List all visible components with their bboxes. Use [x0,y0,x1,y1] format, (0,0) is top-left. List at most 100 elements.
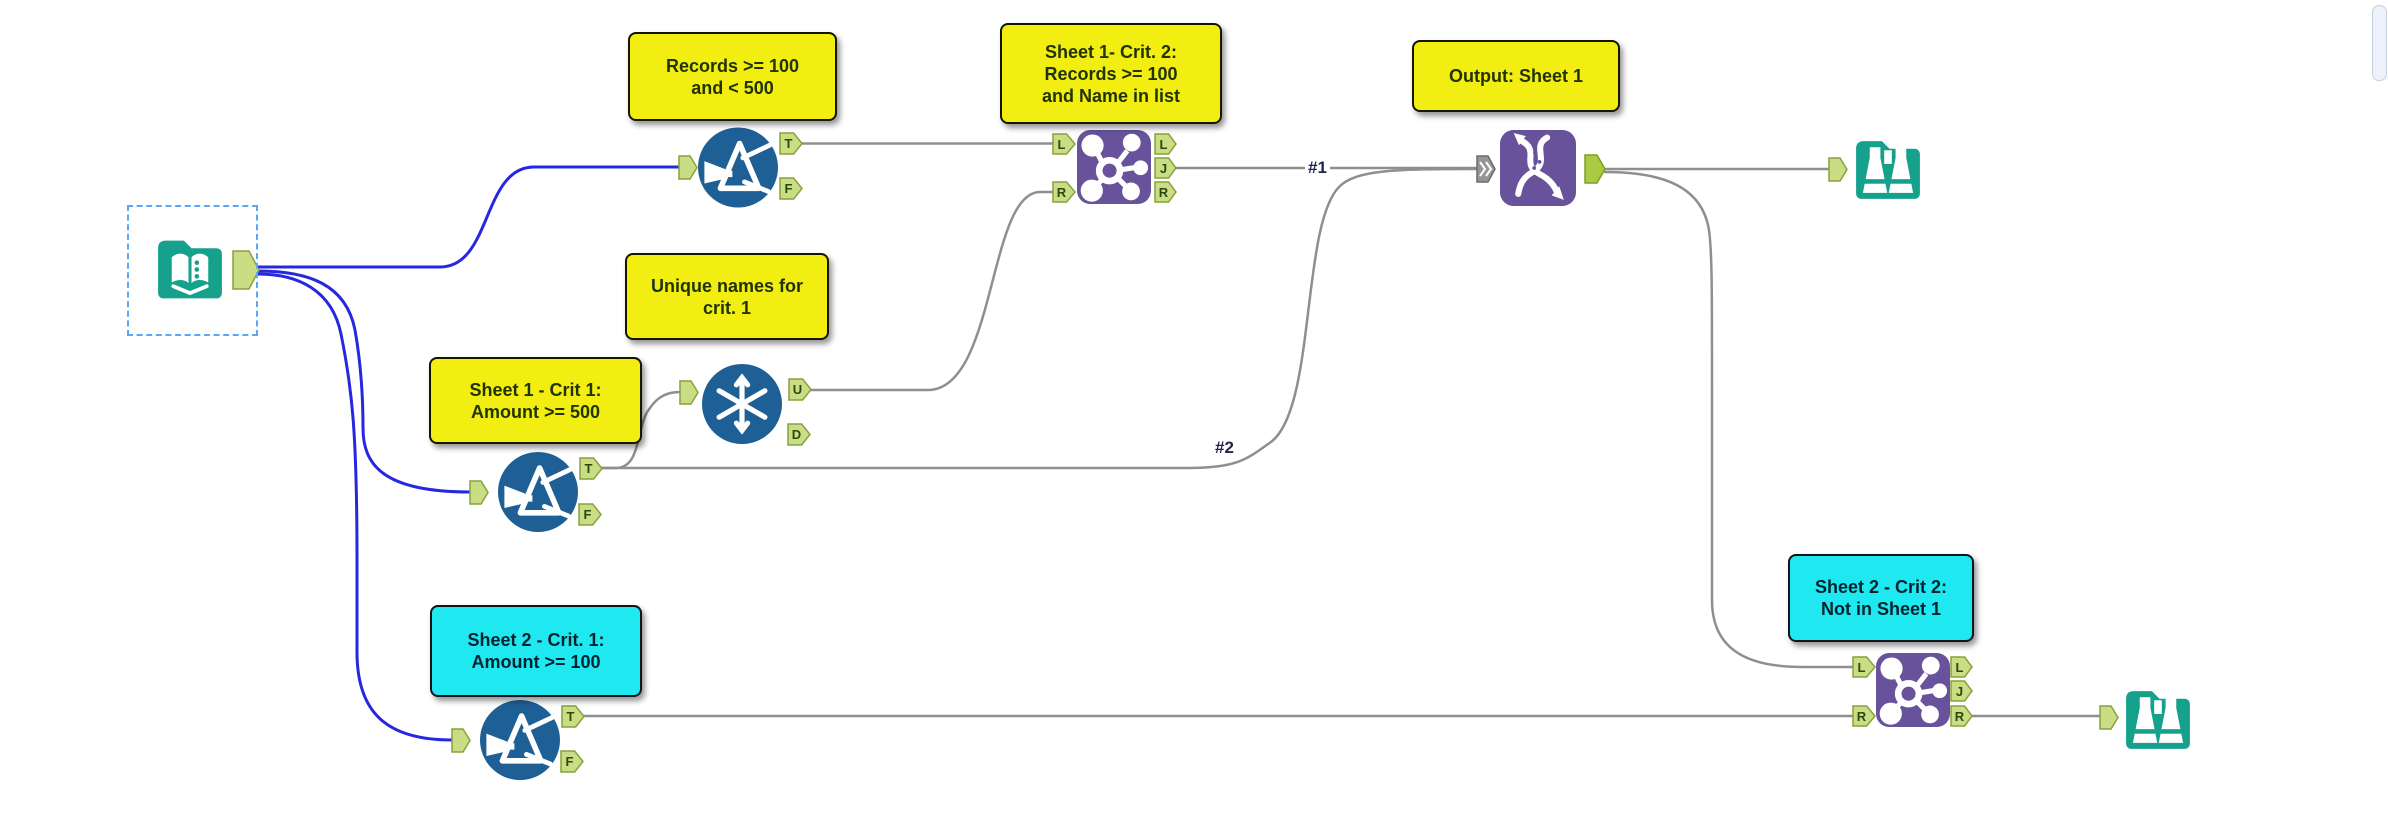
comment-line: Records >= 100 [665,55,800,76]
filter-sheet1-true-anchor[interactable]: T [579,457,603,480]
comment-line: Output: Sheet 1 [1449,66,1583,86]
selection-outline [127,205,258,336]
unique-duplicates-anchor[interactable]: D [787,423,811,446]
svg-text:T: T [785,136,793,151]
union-input-label-2: #2 [1212,438,1237,458]
comment-line: Not in Sheet 1 [1820,599,1941,619]
browse-sheet2-tool[interactable] [2099,691,2190,749]
comment-line: Records >= 100 [1044,63,1178,84]
union-icon [1500,130,1576,206]
comment-sheet2-crit2[interactable]: Sheet 2 - Crit 2: Not in Sheet 1 [1788,554,1974,642]
join1-right-input-anchor[interactable]: R [1052,181,1076,203]
svg-text:J: J [1956,684,1963,699]
input-data-icon [158,240,222,299]
wire-filter-sheet1-true-to-union[interactable] [600,167,1479,470]
comment-line: and Name in list [1041,85,1181,106]
comment-line: Sheet 1- Crit. 2: [1044,41,1178,62]
vertical-scrollbar-thumb[interactable] [2372,5,2387,81]
browse-sheet1-tool[interactable] [1828,141,1920,199]
browse-icon [1856,141,1920,199]
wire-input-to-filter-records[interactable] [256,165,681,269]
comment-line: Amount >= 100 [471,652,601,672]
browse-icon [2126,691,2190,749]
svg-text:T: T [567,709,575,724]
filter-sheet1-input-anchor[interactable] [469,480,489,505]
union-input-label-1: #1 [1305,158,1330,178]
wire-union-to-join2-left[interactable] [1603,170,1855,669]
filter-sheet2-false-anchor[interactable]: F [560,750,584,773]
join2-join-output-anchor[interactable]: J [1950,680,1973,702]
filter-icon [486,713,555,767]
wire-unique-to-join1-right[interactable] [809,190,1055,392]
comment-line: Sheet 2 - Crit 2: [1814,577,1948,597]
browse2-input-anchor[interactable] [2099,705,2119,730]
wire-input-to-filter-sheet2[interactable] [256,272,454,742]
input-output-anchor[interactable] [232,250,260,290]
svg-text:L: L [1858,660,1866,675]
svg-text:F: F [566,754,574,769]
svg-text:D: D [792,427,801,442]
multi-input-anchor-icon [1479,161,1487,177]
svg-text:R: R [1955,709,1965,724]
wire-input-to-filter-sheet1[interactable] [256,269,472,494]
join-icon [1876,653,1950,727]
comment-line: crit. 1 [702,297,752,318]
join-sheet2-tool[interactable]: L R [1852,653,1973,727]
filter-records-true-anchor[interactable]: T [779,132,803,155]
filter-records-tool[interactable]: T F [678,127,803,208]
join2-left-input-anchor[interactable]: L [1852,656,1876,678]
unique-tool[interactable]: U D [679,364,812,446]
comment-line: and < 500 [691,77,774,98]
comment-records-criteria[interactable]: Records >= 100 and < 500 [628,32,837,121]
svg-text:L: L [1058,137,1066,152]
filter-sheet2-true-anchor[interactable]: T [561,705,585,728]
multi-input-anchor-icon [1485,161,1493,177]
filter-sheet2-tool[interactable]: T F [451,700,585,780]
comment-output-sheet1[interactable]: Output: Sheet 1 [1412,40,1620,112]
join1-left-output-anchor[interactable]: L [1154,133,1177,155]
unique-unique-anchor[interactable]: U [788,378,812,401]
svg-text:F: F [785,181,793,196]
comment-line: Unique names for [650,275,804,296]
input-data-tool[interactable] [158,240,260,299]
join2-right-output-anchor[interactable]: R [1950,705,1973,727]
union-multi-input-anchor[interactable] [1476,155,1496,183]
comment-sheet1-crit1[interactable]: Sheet 1 - Crit 1: Amount >= 500 [429,357,642,444]
filter-sheet1-false-anchor[interactable]: F [578,503,602,526]
comment-line: Amount >= 500 [470,401,601,422]
unique-icon [716,373,768,435]
join2-left-output-anchor[interactable]: L [1950,656,1973,678]
comment-sheet2-crit1[interactable]: Sheet 2 - Crit. 1: Amount >= 100 [430,605,642,697]
svg-text:R: R [1857,709,1867,724]
union-tool[interactable] [1476,130,1606,206]
join-icon [1077,130,1151,204]
join-sheet1-tool[interactable]: L R [1052,130,1177,204]
join1-join-output-anchor[interactable]: J [1154,157,1177,179]
filter-icon [704,140,773,194]
filter-sheet1-tool[interactable]: T F [469,452,603,532]
svg-text:L: L [1956,660,1964,675]
svg-text:R: R [1159,185,1169,200]
svg-text:F: F [584,507,592,522]
union-output-anchor[interactable] [1584,154,1606,184]
svg-text:T: T [585,461,593,476]
join1-right-output-anchor[interactable]: R [1154,181,1177,203]
browse1-input-anchor[interactable] [1828,157,1848,182]
join1-left-input-anchor[interactable]: L [1052,133,1076,155]
wire-filter-sheet1-true-to-unique[interactable] [600,390,682,470]
join2-right-input-anchor[interactable]: R [1852,705,1876,727]
filter-icon [504,465,573,519]
filter-records-false-anchor[interactable]: F [779,177,803,200]
filter-records-input-anchor[interactable] [678,155,698,180]
comment-sheet1-crit2[interactable]: Sheet 1- Crit. 2: Records >= 100 and Nam… [1000,23,1222,124]
comment-line: Sheet 2 - Crit. 1: [467,630,605,650]
svg-text:L: L [1160,137,1168,152]
unique-input-anchor[interactable] [679,380,699,405]
svg-text:R: R [1057,185,1067,200]
comment-line: Sheet 1 - Crit 1: [469,379,602,400]
comment-unique-names[interactable]: Unique names for crit. 1 [625,253,829,340]
svg-text:U: U [793,382,802,397]
filter-sheet2-input-anchor[interactable] [451,728,471,753]
